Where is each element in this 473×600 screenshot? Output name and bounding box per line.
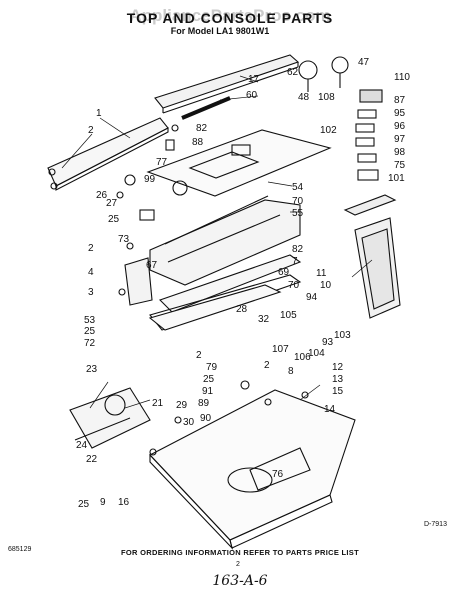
knob-assembly [298,56,349,92]
callout: 55 [292,208,304,219]
callout: 97 [394,134,406,145]
callout-labels: 1 2 2 4 3 53 25 72 23 24 22 25 9 16 21 1… [76,57,410,510]
callout: 69 [278,267,290,278]
callout: 87 [394,95,406,106]
callout: 25 [84,326,96,337]
ordering-note: FOR ORDERING INFORMATION REFER TO PARTS … [121,548,359,557]
callout: 53 [84,315,96,326]
callout: 48 [298,92,310,103]
callout: 103 [334,330,351,341]
top-lid [149,389,356,550]
callout: 89 [198,398,210,409]
callout: 22 [86,454,98,465]
callout: 26 [96,190,108,201]
callout: 29 [176,400,188,411]
callout: 3 [88,287,94,298]
callout: 32 [258,314,270,325]
callout: 25 [203,374,215,385]
callout: 7 [292,256,298,267]
timer-assembly [69,387,151,449]
callout: 54 [292,182,304,193]
callout: 47 [358,57,370,68]
callout: 23 [86,364,98,375]
callout: 15 [332,386,344,397]
switch-stack [355,89,383,181]
watermark: AppliancePartsPros.com [129,6,331,25]
left-end-panel [47,117,169,191]
callout: 60 [246,90,258,101]
callout: 98 [394,147,406,158]
leader-lines [61,75,373,409]
callout: 25 [108,214,120,225]
callout: 110 [394,72,410,83]
callout: 12 [332,362,344,373]
callout: 2 [196,350,202,361]
callout: 14 [324,404,336,415]
model-subtitle: For Model LA1 9801W1 [170,26,270,36]
callout: 27 [106,198,118,209]
callout: 2 [88,125,94,136]
callout: 82 [292,244,304,255]
small-hardware [116,124,309,456]
callout: 9 [100,497,106,508]
callout: 70 [292,196,304,207]
callout: 99 [144,174,156,185]
callout: 13 [332,374,344,385]
callout: 10 [320,280,332,291]
callout: 95 [394,108,406,119]
callout: 107 [272,344,289,355]
console-panel [146,129,332,197]
diagram-code: D-7913 [424,521,447,528]
callout: 94 [306,292,318,303]
callout: 62 [287,67,299,78]
console-housing [149,195,301,286]
callout: 28 [236,304,248,315]
callout: 105 [280,310,297,321]
callout: 96 [394,121,406,132]
callout: 108 [318,92,335,103]
callout: 101 [388,173,405,184]
callout: 70 [288,280,300,291]
handwritten-note: 163-A-6 [212,573,268,589]
switch-plate [148,284,282,331]
callout: 90 [200,413,212,424]
callout: 67 [146,260,158,271]
side-bracket [124,257,153,306]
callout: 2 [88,243,94,254]
callout: 4 [88,267,94,278]
document-number: 685129 [8,546,32,553]
callout: 30 [183,417,195,428]
callout: 104 [308,348,325,359]
callout: 16 [118,497,130,508]
callout: 77 [156,157,168,168]
page-number: 2 [236,561,240,568]
callout: 11 [316,268,327,279]
callout: 79 [206,362,218,373]
callout: 2 [264,360,270,371]
callout: 82 [196,123,208,134]
lint-filter [343,194,401,319]
callout: 76 [272,469,284,480]
callout: 93 [322,337,334,348]
callout: 25 [78,499,90,510]
callout: 21 [152,398,164,409]
callout: 91 [202,386,214,397]
callout: 8 [288,366,294,377]
rod-part [181,96,231,120]
callout: 73 [118,234,130,245]
callout: 17 [248,74,260,85]
diagram-title: TOP AND CONSOLE PARTS [126,10,334,26]
callout: 102 [320,125,337,136]
callout: 72 [84,338,96,349]
callout: 75 [394,160,406,171]
callout: 1 [96,108,102,119]
callout: 88 [192,137,204,148]
callout: 106 [294,352,311,363]
trim-bar [154,54,300,114]
callout: 24 [76,440,88,451]
